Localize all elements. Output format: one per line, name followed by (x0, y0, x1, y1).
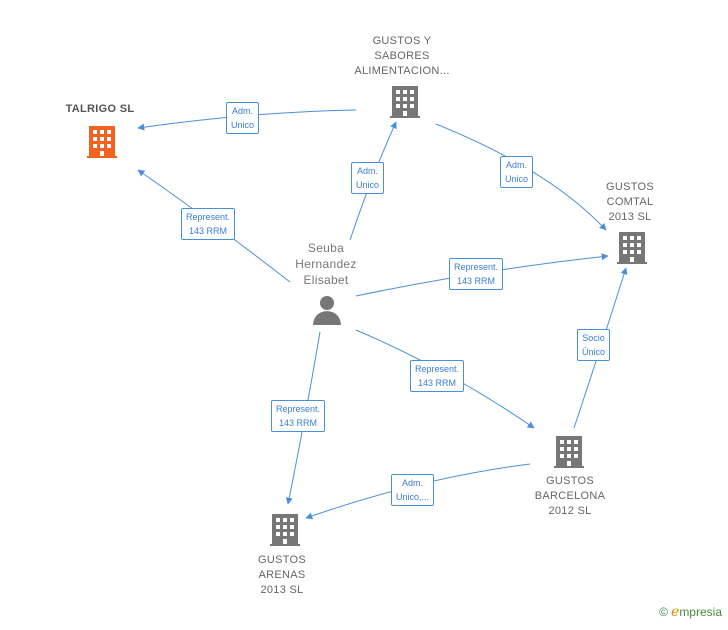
node-label-gustos-arenas[interactable]: GUSTOS ARENAS 2013 SL (257, 554, 307, 596)
brand-initial: e (671, 604, 680, 620)
node-label-talrigo[interactable]: TALRIGO SL (65, 103, 135, 115)
edge-label-barcelona-comtal: Socio Único (577, 329, 611, 361)
node-label-person[interactable]: Seuba Hernandez Elisabet (295, 241, 357, 287)
building-icon[interactable] (617, 232, 647, 264)
edge-label-barcelona-arenas: Adm. Unico,... (391, 474, 435, 506)
copyright-symbol: © (659, 605, 669, 619)
node-label-gustos-barcelona[interactable]: GUSTOS BARCELONA 2012 SL (534, 475, 606, 517)
brand-name: mpresia (679, 605, 722, 619)
building-icon[interactable] (270, 514, 300, 546)
edge-label-person-sabores: Adm. Unico (351, 162, 385, 194)
edge-label-person-arenas: Represent. 143 RRM (271, 400, 326, 432)
building-icon[interactable] (390, 86, 420, 118)
edge-label-person-talrigo: Represent. 143 RRM (181, 208, 236, 240)
building-icon[interactable] (554, 436, 584, 468)
empresia-logo: ©empresia (659, 604, 722, 620)
edge-label-person-comtal: Represent. 143 RRM (449, 258, 504, 290)
edge-label-sabores-comtal: Adm. Unico (500, 156, 534, 188)
edge-label-sabores-talrigo: Adm. Unico (226, 102, 260, 134)
node-label-gustos-comtal[interactable]: GUSTOS COMTAL 2013 SL (605, 181, 655, 223)
node-label-gustos-sabores[interactable]: GUSTOS Y SABORES ALIMENTACION... (354, 35, 450, 77)
building-icon[interactable] (87, 126, 117, 158)
edge-label-person-barcelona: Represent. 143 RRM (410, 360, 465, 392)
person-icon[interactable] (313, 296, 341, 325)
edge-sabores-comtal (435, 123, 607, 231)
